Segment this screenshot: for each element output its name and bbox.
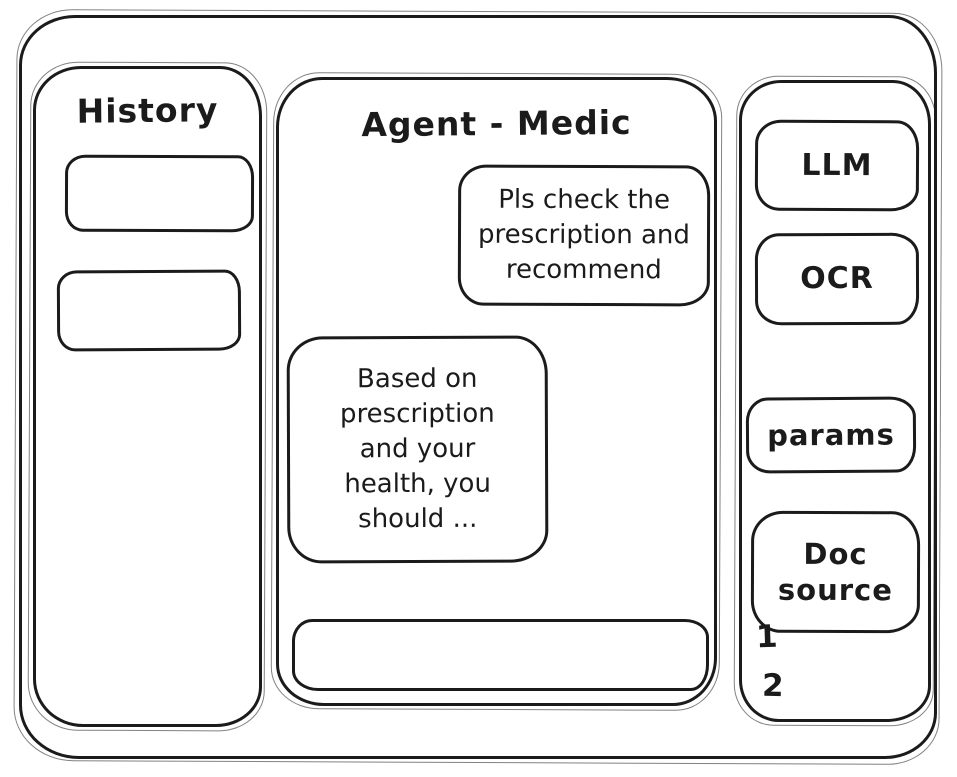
message-input[interactable]: [292, 619, 709, 691]
user-message-bubble: Pls check the prescription and recommend: [457, 164, 711, 307]
ocr-button[interactable]: OCR: [754, 232, 920, 326]
doc-source-button[interactable]: Doc source: [750, 510, 921, 634]
agent-message-bubble: Based on prescription and your health, y…: [286, 335, 549, 564]
doc-source-item-2[interactable]: 2: [761, 667, 784, 705]
params-button[interactable]: params: [745, 396, 917, 474]
tools-sidebar: LLM OCR params Doc source 1 2: [739, 80, 931, 722]
chat-panel: Agent - Medic Pls check the prescription…: [276, 77, 717, 706]
chat-title: Agent - Medic: [361, 102, 632, 145]
history-title: History: [76, 90, 219, 131]
history-item-1[interactable]: [64, 154, 255, 233]
llm-button[interactable]: LLM: [754, 119, 920, 212]
history-item-2[interactable]: [56, 269, 242, 352]
history-sidebar: History: [33, 66, 262, 727]
doc-source-item-1[interactable]: 1: [755, 618, 779, 656]
